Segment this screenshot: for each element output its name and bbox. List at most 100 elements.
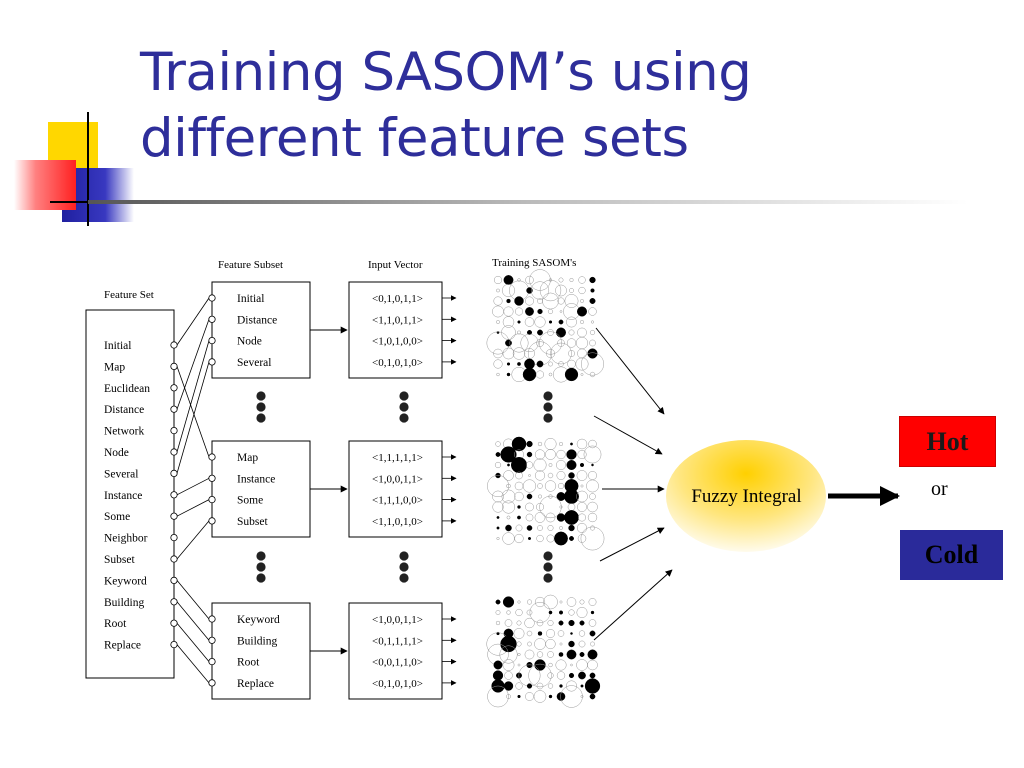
- ellipsis-dot: [543, 573, 553, 583]
- feature-wire: [176, 520, 210, 560]
- ellipsis-dot: [543, 402, 553, 412]
- title-line-1: Training SASOM’s using: [140, 42, 752, 103]
- feature-set-item: Building: [104, 597, 145, 609]
- feature-set-port: [170, 448, 178, 456]
- arrow-som3-to-fuzzy: [593, 569, 673, 641]
- feature-subset-item: Replace: [237, 678, 274, 690]
- feature-subset-item: Instance: [237, 473, 275, 485]
- title-underline: [88, 200, 968, 204]
- input-vector-value: <0,1,0,1,0>: [372, 678, 423, 690]
- feature-subset-port: [208, 315, 216, 323]
- feature-set-port: [170, 619, 178, 627]
- feature-set-port: [170, 576, 178, 585]
- feature-set-item: Euclidean: [104, 383, 150, 395]
- ellipsis-dot: [399, 551, 409, 561]
- ellipsis-dot: [399, 573, 409, 583]
- output-hot-label: Hot: [926, 426, 969, 456]
- sasom-map: [486, 269, 605, 383]
- feature-set-port: [170, 384, 178, 392]
- feature-subset-port: [208, 679, 216, 687]
- feature-subset-port: [208, 336, 216, 345]
- feature-subset-port: [208, 453, 216, 461]
- feature-set-port: [170, 426, 178, 435]
- feature-set-item: Root: [104, 618, 127, 630]
- feature-set-port: [170, 512, 178, 520]
- feature-set-port: [170, 555, 178, 563]
- header-feature-set: Feature Set: [104, 289, 154, 301]
- feature-set-port: [170, 469, 178, 477]
- feature-set-port: [170, 341, 178, 349]
- input-vector-value: <0,1,0,1,0>: [372, 357, 423, 369]
- feature-set-port: [170, 362, 178, 370]
- ellipsis-dot: [399, 402, 409, 412]
- ellipsis-dot: [256, 402, 266, 412]
- feature-set-port: [170, 533, 178, 542]
- feature-set-port: [170, 405, 178, 413]
- input-vector-box: [348, 602, 443, 700]
- feature-subset-port: [208, 615, 216, 623]
- input-vector-value: <1,0,1,0,0>: [372, 336, 423, 348]
- ellipsis-dot: [543, 551, 553, 561]
- ellipsis-dot: [256, 573, 266, 583]
- feature-set-item: Neighbor: [104, 533, 148, 545]
- feature-subset-item: Root: [237, 657, 260, 669]
- fuzzy-integral-label: Fuzzy Integral: [691, 486, 802, 507]
- feature-set-item: Subset: [104, 554, 135, 566]
- feature-set-box: [85, 309, 175, 679]
- feature-subset-item: Keyword: [237, 614, 280, 626]
- sasom-map: [487, 436, 605, 551]
- feature-set-item: Distance: [104, 404, 144, 416]
- title-line-2: different feature sets: [140, 108, 689, 169]
- slide-title: Training SASOM’s using different feature…: [140, 40, 752, 172]
- feature-subset-box: [211, 602, 311, 700]
- input-vector-box: [348, 440, 443, 538]
- ellipsis-dot: [256, 562, 266, 572]
- feature-subset-item: Several: [237, 357, 271, 369]
- feature-wire: [176, 580, 210, 620]
- input-vector-value: <1,1,0,1,0>: [372, 516, 423, 528]
- feature-set-item: Several: [104, 468, 138, 480]
- ellipsis-dot: [399, 413, 409, 423]
- input-vector-value: <1,1,1,0,0>: [372, 495, 423, 507]
- fuzzy-integral-node: [666, 440, 826, 552]
- ellipsis-dot: [543, 391, 553, 401]
- feature-subset-item: Map: [237, 452, 258, 464]
- feature-set-item: Network: [104, 426, 144, 438]
- feature-subset-box: [211, 281, 311, 379]
- header-feature-subset: Feature Subset: [218, 259, 283, 271]
- feature-wire: [176, 361, 210, 474]
- feature-wire: [176, 622, 210, 662]
- feature-wire: [176, 366, 210, 458]
- input-vector-value: <1,0,0,1,1>: [372, 473, 423, 485]
- slide-logo-decoration: [14, 112, 140, 226]
- feature-subset-item: Subset: [237, 516, 268, 528]
- sasom-map: [486, 594, 601, 708]
- feature-subset-box: [211, 440, 311, 538]
- feature-subset-item: Initial: [237, 293, 264, 305]
- feature-set-port: [170, 598, 178, 606]
- feature-subset-port: [208, 358, 216, 366]
- arrow-dots2-to-fuzzy: [599, 527, 665, 562]
- ellipsis-dot: [256, 551, 266, 561]
- ellipsis-dot: [256, 413, 266, 423]
- feature-set-item: Instance: [104, 490, 142, 502]
- ellipsis-dot: [543, 413, 553, 423]
- output-hot: Hot: [899, 416, 996, 467]
- ellipsis-dot: [543, 562, 553, 572]
- input-vector-value: <1,0,0,1,1>: [372, 614, 423, 626]
- input-vector-value: <1,1,0,1,1>: [372, 314, 423, 326]
- feature-wire: [176, 644, 210, 684]
- input-vector-value: <0,0,1,1,0>: [372, 657, 423, 669]
- feature-subset-port: [208, 657, 216, 666]
- feature-subset-port: [208, 294, 216, 302]
- feature-subset-item: Node: [237, 336, 262, 348]
- input-vector-value: <0,1,0,1,1>: [372, 293, 423, 305]
- feature-set-item: Keyword: [104, 575, 147, 587]
- ellipsis-dot: [399, 391, 409, 401]
- header-input-vector: Input Vector: [368, 259, 423, 271]
- feature-subset-item: Some: [237, 495, 263, 507]
- feature-wire: [176, 601, 210, 641]
- output-cold-label: Cold: [924, 540, 979, 569]
